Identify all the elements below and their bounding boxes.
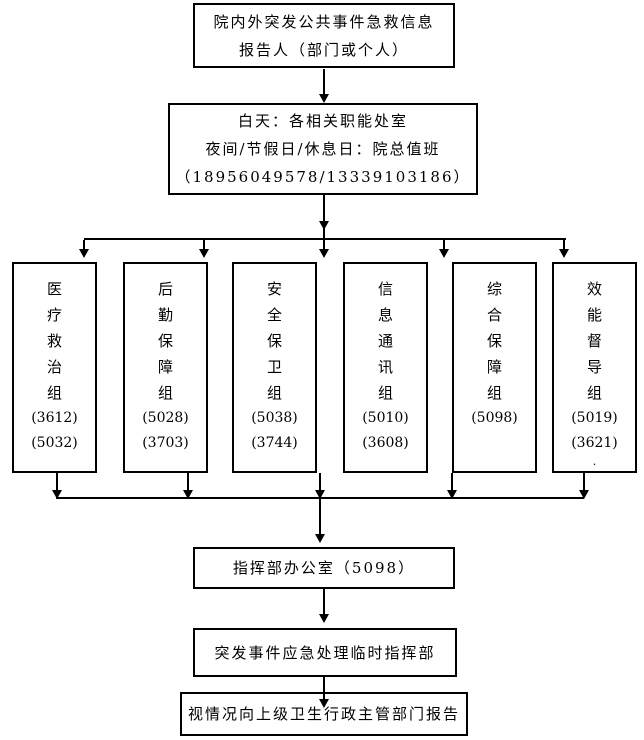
group-name-char: 安 <box>266 280 282 298</box>
collector-riser-4 <box>451 473 453 491</box>
group-phone: (3744) <box>251 435 298 451</box>
group-name-char: 勤 <box>157 306 173 324</box>
report-box-label: 视情况向上级卫生行政主管部门报告 <box>187 705 460 723</box>
distribution-drop-5 <box>563 240 565 250</box>
collector-line <box>56 497 584 499</box>
group-name-char: 保 <box>486 332 502 350</box>
group-box-medical-rescue: 医 疗 救 治 组 (3612) (5032) <box>12 262 97 473</box>
distribution-drop-4 <box>443 240 445 250</box>
duty-box-line2: 夜间/节假日/休息日：院总值班 <box>205 140 441 158</box>
connector-collector-to-office <box>319 499 321 535</box>
arrowhead-riser-2-icon <box>183 490 193 499</box>
arrowhead-command-to-report-icon <box>319 699 329 708</box>
connector-reporter-to-duty <box>323 69 325 94</box>
distribution-drop-3 <box>323 240 325 250</box>
office-box-label: 指挥部办公室（5098） <box>232 559 416 577</box>
connector-command-to-report <box>323 677 325 700</box>
group-phone: (5010) <box>362 410 409 426</box>
arrowhead-riser-1-icon <box>52 490 62 499</box>
arrowhead-riser-4-icon <box>447 490 457 499</box>
group-name-char: 能 <box>586 306 602 324</box>
distribution-drop-1 <box>83 240 85 250</box>
group-phone: (3621) <box>571 435 618 451</box>
group-name-char: 障 <box>486 358 502 376</box>
group-box-comprehensive-support: 综 合 保 障 组 (5098) <box>452 262 537 473</box>
group-name-char: 组 <box>586 384 602 402</box>
group-name-char: 信 <box>377 280 393 298</box>
group-name-char: 救 <box>46 332 62 350</box>
arrowhead-reporter-to-duty-icon <box>319 94 329 103</box>
group-name-char: 组 <box>486 384 502 402</box>
group-name-char: 全 <box>266 306 282 324</box>
group-phone: (5038) <box>251 410 298 426</box>
group-name-char: 综 <box>486 280 502 298</box>
temp-command-box-label: 突发事件应急处理临时指挥部 <box>214 643 436 662</box>
group-phone: (3703) <box>142 435 189 451</box>
group-name-char: 讯 <box>377 358 393 376</box>
duty-box-line3: （18956049578/13339103186） <box>175 168 471 186</box>
arrowhead-drop-3-icon <box>319 249 329 258</box>
connector-duty-to-distribution <box>323 195 325 240</box>
group-name-char: 息 <box>377 306 393 324</box>
reporter-box-line1: 院内外突发公共事件急救信息 <box>213 12 435 31</box>
group-name-char: 合 <box>486 306 502 324</box>
collector-riser-1 <box>56 473 58 491</box>
group-name-char: 保 <box>157 332 173 350</box>
distribution-drop-2 <box>203 240 205 250</box>
group-name-char: 导 <box>586 358 602 376</box>
report-box: 视情况向上级卫生行政主管部门报告 <box>180 692 468 736</box>
group-name-char: 组 <box>266 384 282 402</box>
group-note: . <box>592 455 597 468</box>
arrowhead-riser-5-icon <box>579 490 589 499</box>
group-phone: (3608) <box>362 435 409 451</box>
group-name-char: 医 <box>46 280 62 298</box>
group-name-char: 组 <box>377 384 393 402</box>
arrowhead-collector-to-office-icon <box>315 534 325 543</box>
arrowhead-drop-5-icon <box>559 249 569 258</box>
group-name-char: 组 <box>157 384 173 402</box>
group-name-char: 组 <box>46 384 62 402</box>
group-name-char: 通 <box>377 332 393 350</box>
group-box-info-communication: 信 息 通 讯 组 (5010) (3608) <box>343 262 428 473</box>
group-phone: (5032) <box>31 435 78 451</box>
collector-riser-3 <box>319 473 321 491</box>
arrowhead-duty-to-distribution-icon <box>319 221 329 230</box>
duty-box-line1: 白天：各相关职能处室 <box>237 112 408 130</box>
office-box: 指挥部办公室（5098） <box>193 547 455 589</box>
group-name-char: 效 <box>586 280 602 298</box>
group-name-char: 治 <box>46 358 62 376</box>
group-box-logistics-support: 后 勤 保 障 组 (5028) (3703) <box>123 262 208 473</box>
group-name-char: 障 <box>157 358 173 376</box>
group-name-char: 保 <box>266 332 282 350</box>
group-name-char: 疗 <box>46 306 62 324</box>
arrowhead-drop-2-icon <box>199 249 209 258</box>
group-name-char: 卫 <box>266 358 282 376</box>
group-phone: (5028) <box>142 410 189 426</box>
collector-riser-5 <box>583 473 585 491</box>
reporter-box-line2: 报告人（部门或个人） <box>238 40 409 59</box>
arrowhead-office-to-command-icon <box>319 614 329 623</box>
connector-office-to-command <box>323 589 325 615</box>
group-name-char: 督 <box>586 332 602 350</box>
group-box-efficiency-supervision: 效 能 督 导 组 (5019) (3621) . <box>552 262 637 473</box>
reporter-box: 院内外突发公共事件急救信息 报告人（部门或个人） <box>193 3 455 68</box>
arrowhead-riser-3-icon <box>315 490 325 499</box>
arrowhead-drop-4-icon <box>439 249 449 258</box>
collector-riser-2 <box>187 473 189 491</box>
group-phone: (5098) <box>471 410 518 426</box>
arrowhead-drop-1-icon <box>79 249 89 258</box>
group-name-char: 后 <box>157 280 173 298</box>
temp-command-box: 突发事件应急处理临时指挥部 <box>193 628 457 677</box>
group-phone: (3612) <box>31 410 78 426</box>
distribution-line <box>84 238 566 240</box>
group-phone: (5019) <box>571 410 618 426</box>
duty-box: 白天：各相关职能处室 夜间/节假日/休息日：院总值班 （18956049578/… <box>168 103 478 195</box>
group-box-security-guard: 安 全 保 卫 组 (5038) (3744) <box>232 262 317 473</box>
